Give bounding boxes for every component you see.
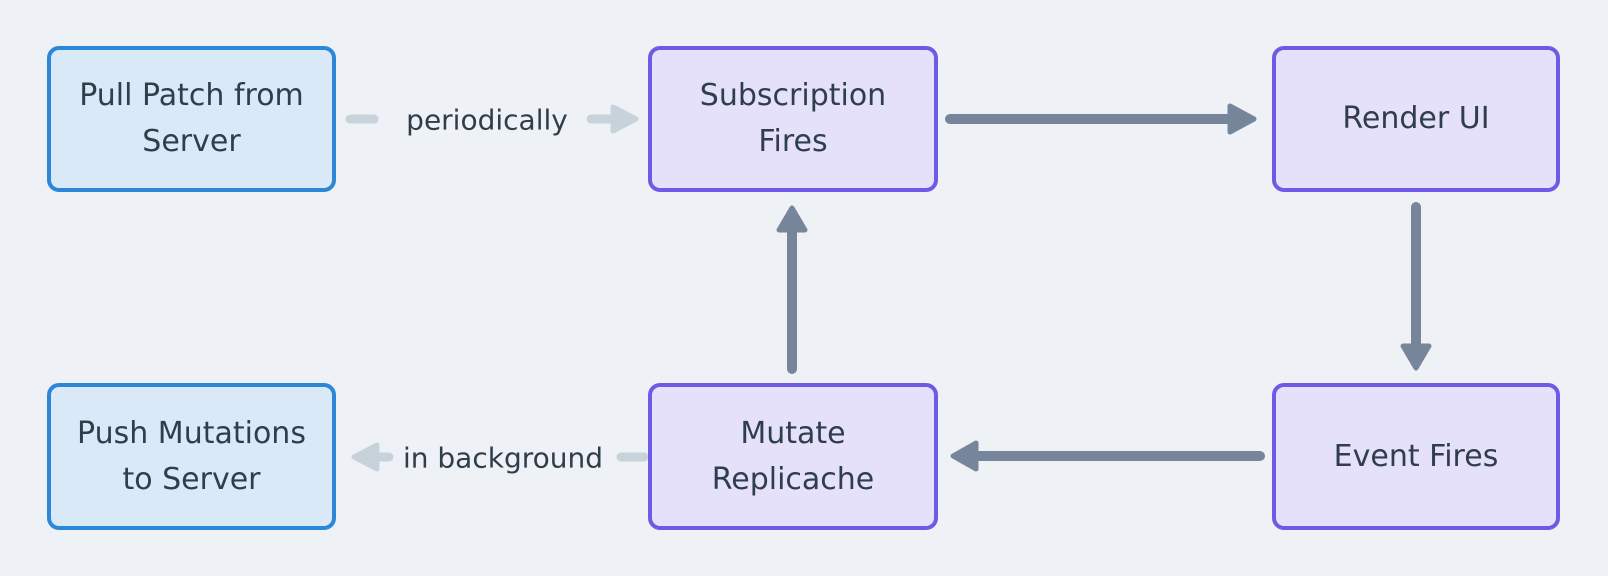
edge-mutate-to-subscription-arrow bbox=[776, 205, 808, 374]
node-render-ui: Render UI bbox=[1272, 46, 1560, 192]
node-push-mutations-to-server: Push Mutations to Server bbox=[47, 383, 336, 530]
edge-pull-patch-to-subscription-arrow bbox=[345, 104, 639, 134]
edge-event-to-mutate-arrow bbox=[950, 440, 1265, 472]
edge-mutate-to-push-arrow bbox=[351, 442, 649, 472]
node-mutate-replicache: Mutate Replicache bbox=[648, 383, 938, 530]
edge-label-in-background: in background bbox=[402, 441, 604, 475]
edge-label-periodically: periodically bbox=[406, 103, 568, 137]
edge-render-to-event-arrow bbox=[1400, 202, 1432, 371]
node-pull-patch-from-server: Pull Patch from Server bbox=[47, 46, 336, 192]
edge-subscription-to-render-arrow bbox=[945, 103, 1257, 135]
node-subscription-fires: Subscription Fires bbox=[648, 46, 938, 192]
node-event-fires: Event Fires bbox=[1272, 383, 1560, 530]
